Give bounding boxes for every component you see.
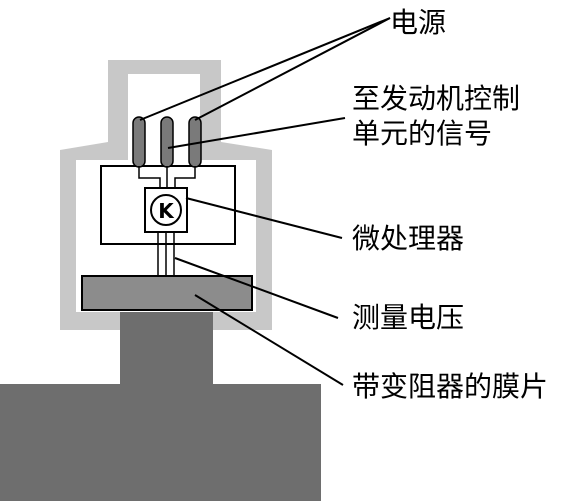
leader-signal	[167, 117, 346, 149]
label-microprocessor: 微处理器	[352, 222, 464, 255]
leader-microprocessor	[185, 197, 343, 239]
label-signal-line2: 单元的信号	[352, 117, 492, 150]
label-measure-voltage: 测量电压	[352, 301, 464, 334]
sensor-housing	[60, 60, 272, 330]
connector-pins	[132, 116, 202, 168]
label-signal-line1: 至发动机控制	[352, 82, 520, 115]
leader-diaphragm	[194, 294, 344, 386]
chip-letter: K	[158, 199, 175, 223]
label-power: 电源	[390, 6, 446, 39]
leader-power-1	[139, 17, 391, 121]
diaphragm	[81, 275, 253, 311]
label-diaphragm: 带变阻器的膜片	[352, 370, 548, 403]
measurement-wires	[157, 232, 175, 276]
pin-wiring	[138, 166, 196, 188]
labels: 电源 至发动机控制 单元的信号 微处理器 测量电压 带变阻器的膜片	[352, 6, 548, 403]
base-block	[0, 312, 321, 501]
leader-power-2	[194, 17, 391, 121]
leader-measure-voltage	[174, 257, 339, 319]
leader-lines	[139, 17, 391, 386]
microprocessor-chip: K	[144, 187, 188, 233]
